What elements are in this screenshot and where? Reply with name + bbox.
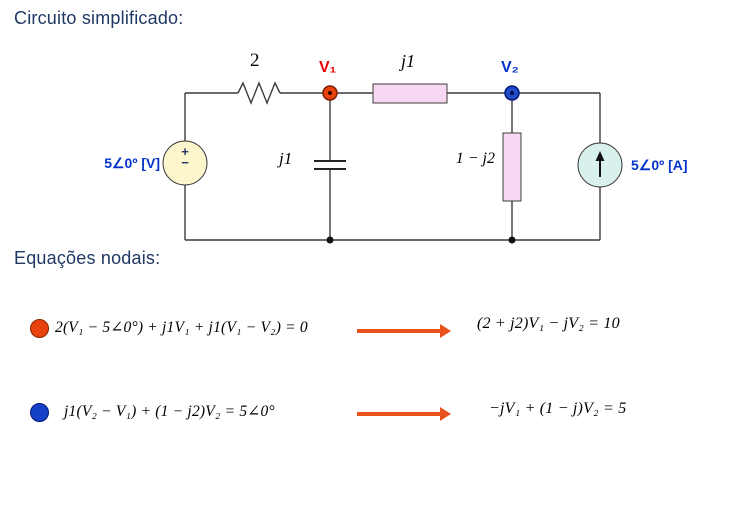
implies-arrow-icon <box>357 407 451 421</box>
series-impedance-label: j1 <box>401 51 416 71</box>
circuit-diagram <box>162 81 623 244</box>
voltage-source-plus: + <box>181 144 189 159</box>
resistor-icon <box>237 81 281 105</box>
node-bullet-blue-icon <box>30 403 49 422</box>
node-bullet-red-icon <box>30 319 49 338</box>
voltage-source-polarity: + − <box>177 144 193 170</box>
circuit-section-title: Circuito simplificado: <box>14 8 184 28</box>
voltage-source-label: 5∠0º [V] <box>104 155 160 171</box>
node-v2-label: V₂ <box>501 59 519 76</box>
current-source-label: 5∠0º [A] <box>631 157 688 173</box>
equation-rhs: −jV₁ + (1 − j)V₂ = 5 <box>489 400 627 417</box>
node-v2-dot <box>504 85 520 101</box>
node-v1-label: V₁ <box>319 59 337 76</box>
voltage-source-icon <box>162 140 208 186</box>
equation-lhs: 2(V₁ − 5∠0°) + j1V₁ + j1(V₁ − V₂) = 0 <box>55 319 308 336</box>
shunt-impedance-box <box>502 132 522 202</box>
resistor-value-label: 2 <box>250 50 260 71</box>
junction-dot-left <box>326 236 334 244</box>
node-v1-dot <box>322 85 338 101</box>
current-arrow-icon <box>595 151 605 177</box>
capacitor-icon <box>314 160 346 170</box>
implies-arrow-icon <box>357 324 451 338</box>
series-impedance-box <box>372 83 448 104</box>
capacitor-label: j1 <box>279 149 293 168</box>
equation-rhs: (2 + j2)V₁ − jV₂ = 10 <box>477 315 620 332</box>
circuit-wires <box>184 81 601 241</box>
voltage-source-minus: − <box>181 155 189 170</box>
junction-dot-right <box>508 236 516 244</box>
equations-section-title: Equações nodais: <box>14 248 161 268</box>
shunt-impedance-label: 1 − j2 <box>455 150 495 167</box>
equation-lhs: j1(V₂ − V₁) + (1 − j2)V₂ = 5∠0° <box>64 403 275 420</box>
